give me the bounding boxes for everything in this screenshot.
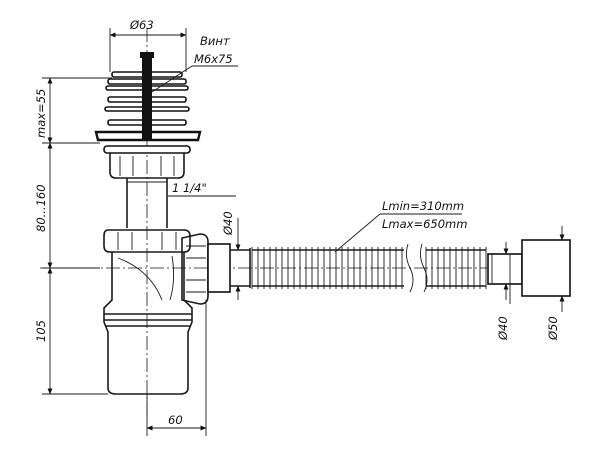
vertical-tube (126, 178, 168, 228)
hose-diameter-label: Ø40 (496, 316, 510, 341)
end-cuff (487, 239, 571, 297)
screw-size-label: M6x75 (194, 52, 233, 66)
outlet-diameter-label: Ø40 (221, 211, 235, 236)
corrugated-hose-left (251, 247, 404, 289)
outlet-nut (181, 233, 231, 305)
screw-label: Винт (200, 34, 230, 48)
height-mid-label: 80...160 (34, 184, 48, 232)
width-bottom-label: 60 (168, 413, 183, 427)
strainer-assembly (94, 52, 202, 142)
dim-bottom-width (146, 300, 207, 436)
dim-hose-diameter (503, 242, 511, 304)
hose-length-leader (334, 213, 381, 253)
end-diameter-label: Ø50 (546, 316, 560, 341)
dim-outlet-diameter (230, 218, 244, 300)
height-bottom-label: 105 (34, 320, 48, 342)
dim-top-diameter (109, 28, 187, 72)
corrugated-hose-right (425, 247, 487, 289)
dim-left-vertical (42, 77, 112, 395)
break-mark-left (405, 243, 414, 293)
top-nut (103, 145, 191, 179)
thread-label: 1 1/4" (172, 181, 207, 195)
hose-length-min-label: Lmin=310mm (382, 199, 464, 213)
bottle-trap (103, 252, 193, 395)
height-top-label: max=55 (34, 89, 48, 138)
hose-length-max-label: Lmax=650mm (382, 217, 467, 231)
screw-leader (151, 65, 193, 93)
screw (142, 56, 152, 140)
break-mark-right (419, 243, 428, 293)
top-diameter-label: Ø63 (129, 18, 154, 32)
